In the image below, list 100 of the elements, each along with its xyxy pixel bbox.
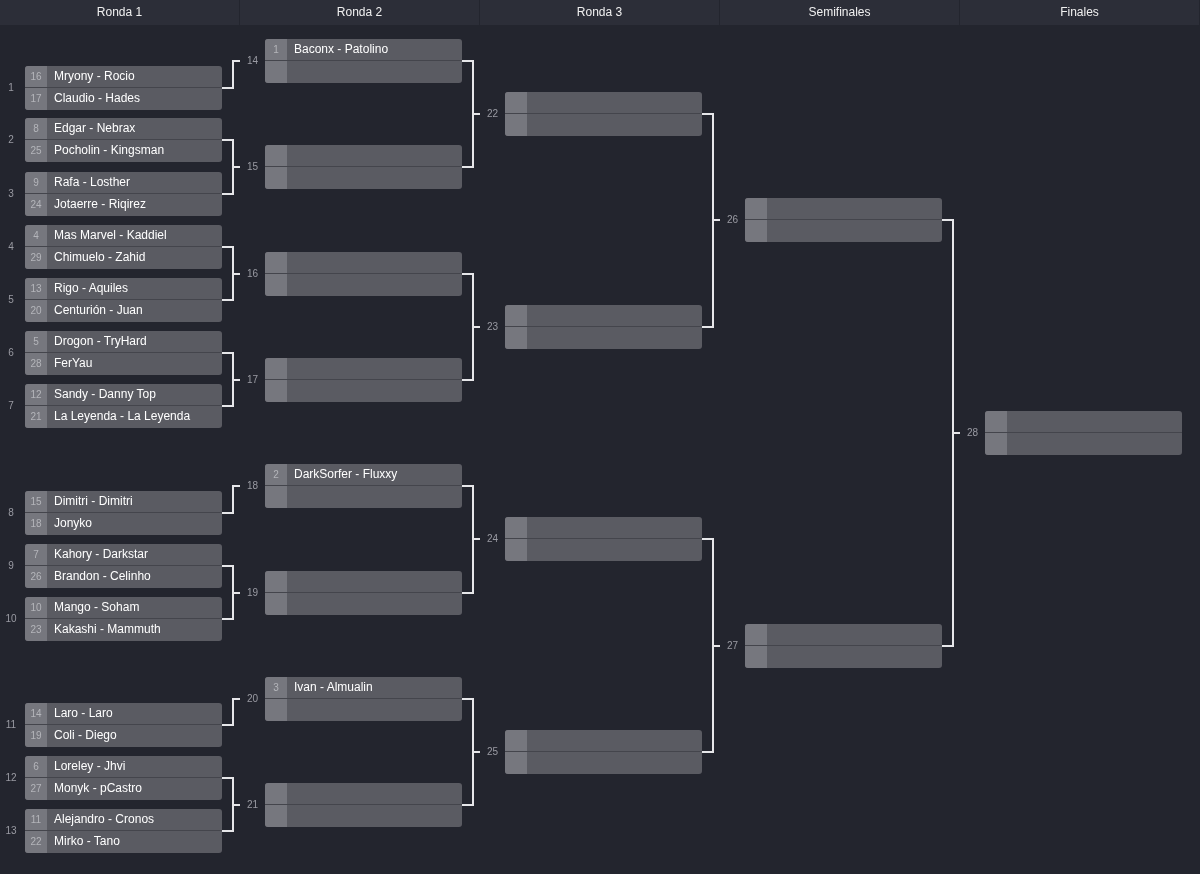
bracket-line (221, 592, 241, 620)
player-name: Centurión - Juan (54, 302, 143, 319)
player-name: Edgar - Nebrax (54, 120, 136, 137)
match-number: 4 (7, 240, 15, 254)
player-name: Kahory - Darkstar (54, 546, 149, 563)
bracket-line (221, 60, 241, 89)
match-number: 17 (245, 373, 260, 387)
bracket-line (221, 485, 241, 514)
seed-slot: 15 (25, 491, 47, 512)
player-name: Laro - Laro (54, 705, 113, 722)
seed-slot: 4 (25, 225, 47, 246)
seed-slot: 12 (25, 384, 47, 405)
match-number: 22 (485, 107, 500, 121)
player-name: Kakashi - Mammuth (54, 621, 161, 638)
round-header: Ronda 2 (240, 0, 480, 25)
match-number: 12 (4, 771, 18, 785)
seed-slot: 11 (25, 809, 47, 830)
match-number: 25 (485, 745, 500, 759)
seed-slot: 19 (25, 725, 47, 747)
match-number: 13 (4, 824, 18, 838)
seed-slot: 20 (25, 300, 47, 322)
bracket-line (461, 538, 481, 594)
seed-slot: 2 (265, 464, 287, 485)
player-name: DarkSorfer - Fluxxy (294, 466, 398, 483)
seed-slot: 27 (25, 778, 47, 800)
player-name: Loreley - Jhvi (54, 758, 126, 775)
match-number: 1 (7, 81, 15, 95)
seed-slot: 5 (25, 331, 47, 352)
bracket-line (461, 113, 481, 168)
match-number: 28 (965, 426, 980, 440)
match-number: 10 (4, 612, 18, 626)
match-number: 16 (245, 267, 260, 281)
bracket-line (221, 804, 241, 832)
round-header: Ronda 1 (0, 0, 240, 25)
player-name: Mirko - Tano (54, 833, 120, 850)
match-number: 23 (485, 320, 500, 334)
seed-slot: 13 (25, 278, 47, 299)
player-name: Alejandro - Cronos (54, 811, 155, 828)
seed-slot: 8 (25, 118, 47, 139)
player-name: Coli - Diego (54, 727, 117, 744)
player-name: Rigo - Aquiles (54, 280, 129, 297)
player-name: La Leyenda - La Leyenda (54, 408, 191, 425)
match-number: 5 (7, 293, 15, 307)
round-header: Finales (960, 0, 1200, 25)
player-name: Claudio - Hades (54, 90, 141, 107)
bracket-line (221, 379, 241, 407)
bracket-line (941, 432, 961, 647)
match-number: 9 (7, 559, 15, 573)
bracket-line (701, 645, 721, 753)
seed-slot: 22 (25, 831, 47, 853)
player-name: Jotaerre - Riqirez (54, 196, 147, 213)
seed-slot: 23 (25, 619, 47, 641)
round-header: Ronda 3 (480, 0, 720, 25)
seed-slot: 26 (25, 566, 47, 588)
player-name: Ivan - Almualin (294, 679, 373, 696)
match-number: 21 (245, 798, 260, 812)
match-number: 2 (7, 133, 15, 147)
match-number: 15 (245, 160, 260, 174)
match-number: 3 (7, 187, 15, 201)
match-number: 26 (725, 213, 740, 227)
seed-slot: 3 (265, 677, 287, 698)
match-number: 24 (485, 532, 500, 546)
player-name: Drogon - TryHard (54, 333, 147, 350)
seed-slot: 21 (25, 406, 47, 428)
match-number: 6 (7, 346, 15, 360)
player-name: Jonyko (54, 515, 93, 532)
seed-slot: 18 (25, 513, 47, 535)
seed-slot: 7 (25, 544, 47, 565)
player-name: Pocholin - Kingsman (54, 142, 165, 159)
match-number: 14 (245, 54, 260, 68)
bracket-line (221, 698, 241, 726)
bracket-line (221, 273, 241, 301)
seed-slot: 17 (25, 88, 47, 110)
seed-slot: 16 (25, 66, 47, 87)
player-name: Baconx - Patolino (294, 41, 389, 58)
seed-slot: 28 (25, 353, 47, 375)
player-name: Dimitri - Dimitri (54, 493, 133, 510)
match-number: 20 (245, 692, 260, 706)
seed-slot: 10 (25, 597, 47, 618)
player-name: Mas Marvel - Kaddiel (54, 227, 167, 244)
player-name: Sandy - Danny Top (54, 386, 156, 403)
player-name: Brandon - Celinho (54, 568, 151, 585)
seed-slot: 25 (25, 140, 47, 162)
player-name: Mryony - Rocio (54, 68, 135, 85)
match-number: 7 (7, 399, 15, 413)
seed-slot: 29 (25, 247, 47, 269)
seed-slot: 6 (25, 756, 47, 777)
match-number: 8 (7, 506, 15, 520)
bracket-line (701, 219, 721, 328)
player-name: Mango - Soham (54, 599, 140, 616)
seed-slot: 14 (25, 703, 47, 724)
seed-slot: 1 (265, 39, 287, 60)
bracket-line (221, 166, 241, 195)
round-header: Semifinales (720, 0, 960, 25)
player-name: Monyk - pCastro (54, 780, 143, 797)
player-name: Chimuelo - Zahid (54, 249, 146, 266)
seed-slot: 24 (25, 194, 47, 216)
player-name: Rafa - Losther (54, 174, 131, 191)
bracket-line (461, 326, 481, 381)
player-name: FerYau (54, 355, 93, 372)
